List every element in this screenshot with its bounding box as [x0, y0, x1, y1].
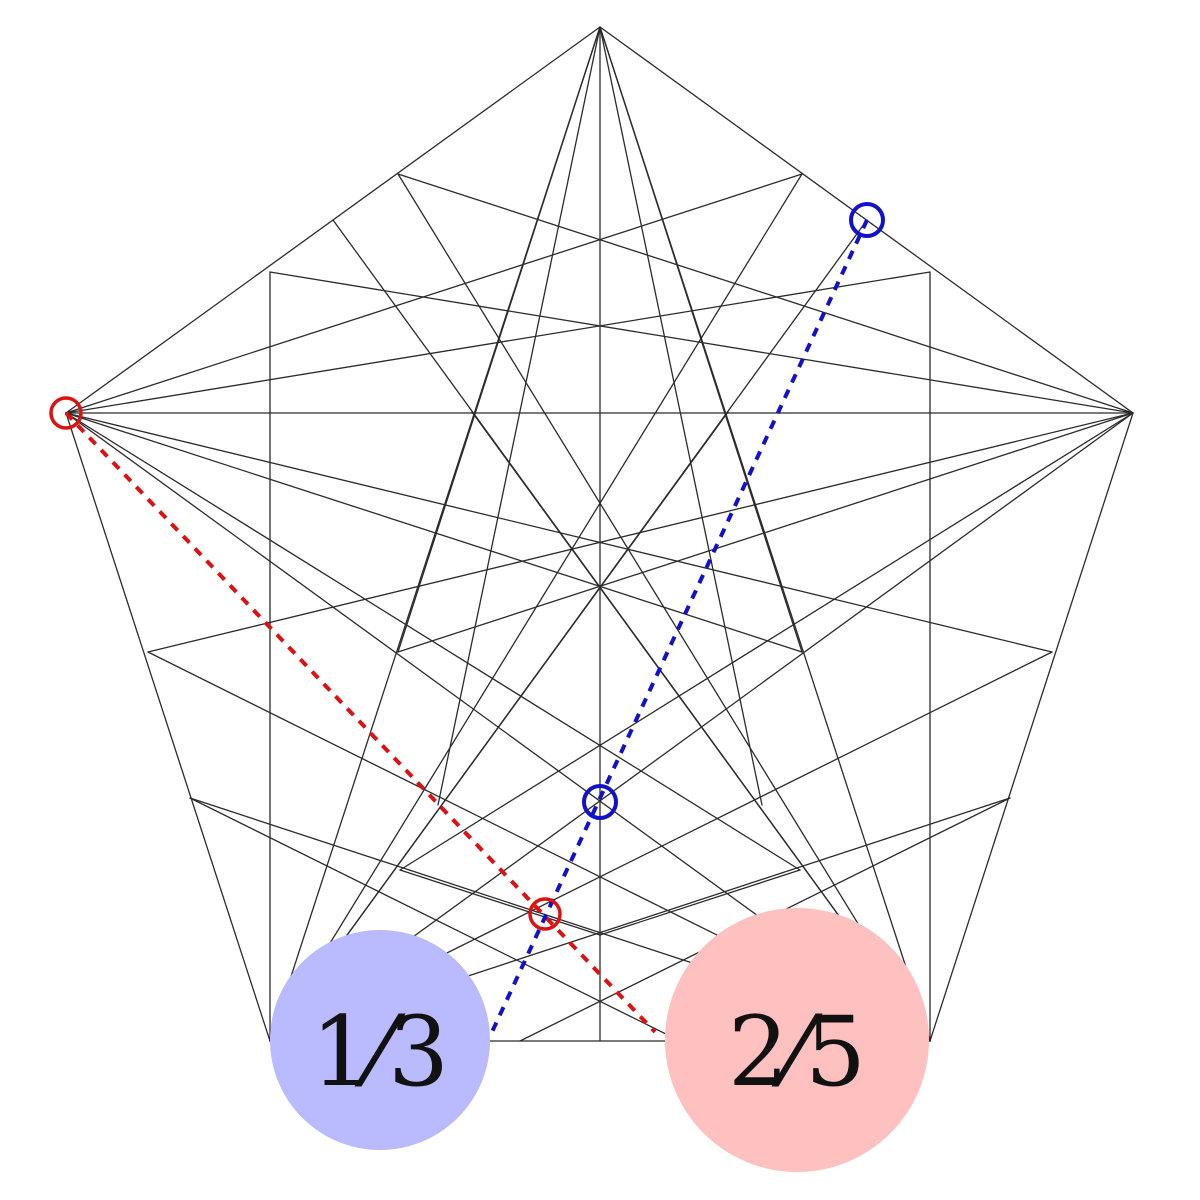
left-label-disc [270, 930, 490, 1150]
ray-line [269, 271, 1134, 414]
ray-line [397, 173, 931, 1042]
right-label-disc [665, 908, 929, 1172]
ray-line [437, 26, 601, 806]
fraction-left-label: 1⁄3 [311, 996, 449, 1108]
ray-line [65, 271, 931, 414]
ray-line [599, 26, 763, 806]
ray-line [65, 173, 803, 414]
cross-line [399, 869, 601, 936]
blue-circle-marker [582, 784, 618, 820]
crease-lines [65, 26, 1134, 1042]
ray-line [397, 412, 1134, 653]
ray-line [65, 412, 801, 871]
cross-line [599, 869, 801, 936]
red-circle-marker [49, 396, 83, 430]
red-circle-marker [528, 897, 562, 931]
ray-line [65, 412, 803, 653]
ray-line [399, 412, 1134, 871]
fraction-right-label: 2⁄5 [728, 996, 866, 1108]
ray-line [269, 173, 803, 1042]
ray-line [397, 173, 1134, 414]
red-fold-line [64, 411, 657, 1034]
cross-line [189, 797, 681, 1042]
blue-fold-line [490, 219, 869, 1033]
blue-circle-marker [849, 202, 885, 238]
